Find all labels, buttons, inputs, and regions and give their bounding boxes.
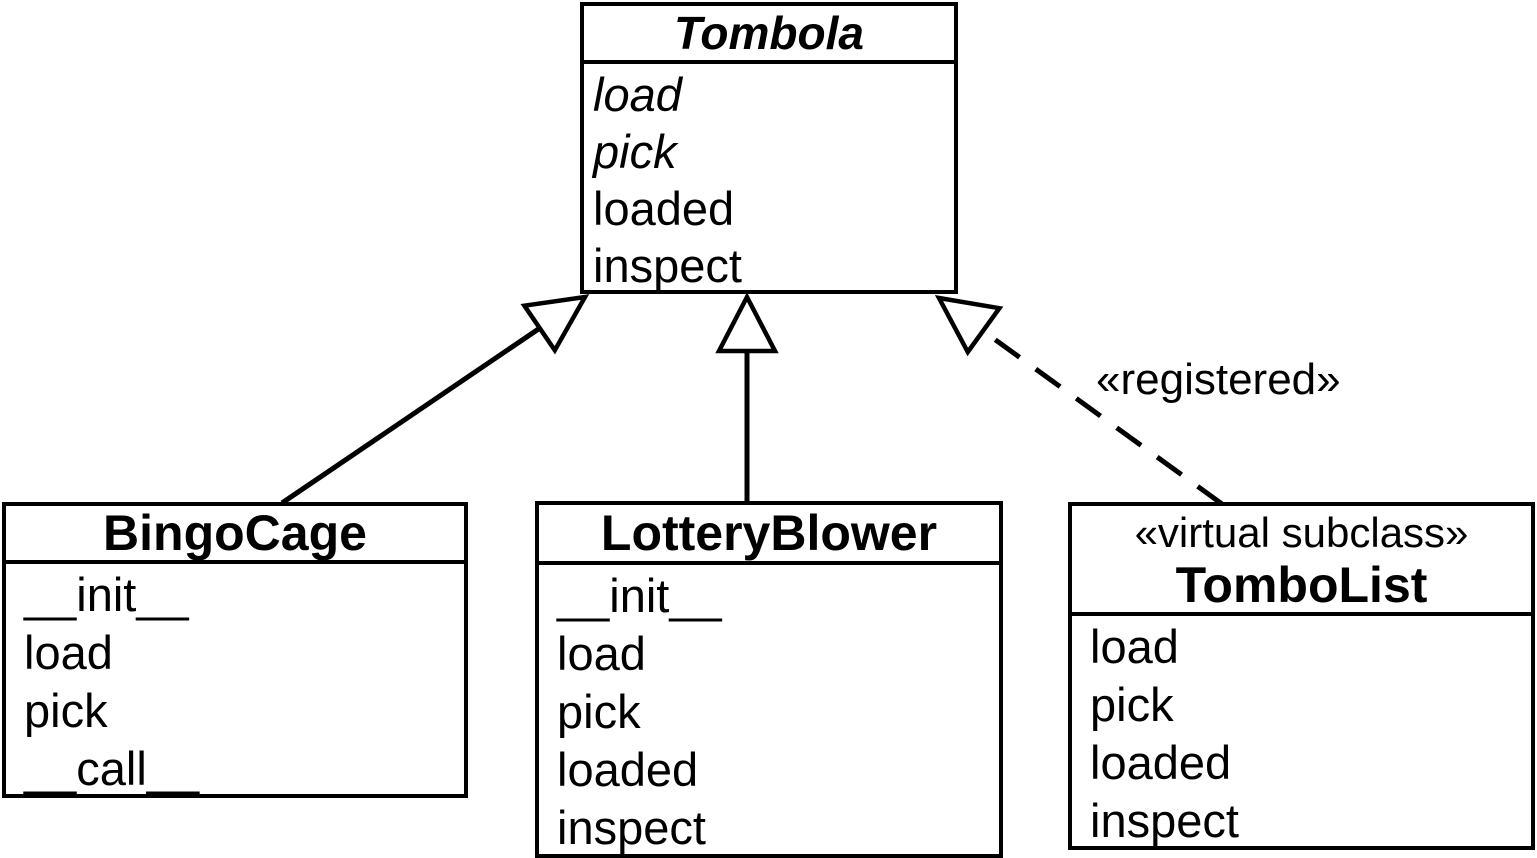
method-list-bingocage: __init__ load pick __call__ xyxy=(6,564,464,798)
class-header-tombolist: «virtual subclass» TomboList xyxy=(1072,506,1531,616)
class-box-lotteryblower: LotteryBlower __init__ load pick loaded … xyxy=(535,501,1003,858)
class-name-tombola: Tombola xyxy=(584,6,954,64)
hollow-triangle-icon xyxy=(934,295,1004,357)
class-box-bingocage: BingoCage __init__ load pick __call__ xyxy=(2,502,468,798)
hollow-triangle-icon xyxy=(520,294,590,355)
method-item: pick xyxy=(557,685,641,738)
method-item: loaded xyxy=(1090,736,1232,789)
method-item: pick xyxy=(1090,678,1174,731)
class-box-tombola: Tombola load pick loaded inspect xyxy=(580,2,958,294)
method-item: __call__ xyxy=(24,742,200,795)
class-name-lotteryblower: LotteryBlower xyxy=(539,505,999,565)
method-item: load xyxy=(24,626,113,679)
method-list-tombolist: load pick loaded inspect xyxy=(1072,616,1531,850)
method-item: load xyxy=(557,627,646,680)
method-item: loaded xyxy=(557,743,699,796)
class-box-tombolist: «virtual subclass» TomboList load pick l… xyxy=(1068,502,1535,850)
class-name-bingocage: BingoCage xyxy=(6,506,464,564)
registered-arrow-tombolist xyxy=(934,295,1224,507)
registered-edge-label: «registered» xyxy=(1096,355,1341,404)
class-name-tombolist: TomboList xyxy=(1175,557,1428,613)
method-item: pick xyxy=(24,684,108,737)
method-item: pick xyxy=(593,125,677,178)
method-item: inspect xyxy=(557,801,706,854)
method-item: inspect xyxy=(1090,794,1239,847)
method-item: load xyxy=(1090,620,1179,673)
inheritance-arrow-bingocage xyxy=(280,294,590,506)
method-list-lotteryblower: __init__ load pick loaded inspect xyxy=(539,565,999,857)
method-item: __init__ xyxy=(24,568,189,621)
stereotype-virtual-subclass: «virtual subclass» xyxy=(1134,509,1469,556)
method-item: inspect xyxy=(593,239,742,292)
hollow-triangle-icon xyxy=(715,292,779,354)
method-item: __init__ xyxy=(557,569,722,622)
method-item: load xyxy=(593,68,682,121)
method-list-tombola: load pick loaded inspect xyxy=(584,64,954,294)
inheritance-arrow-lotteryblower xyxy=(715,292,779,502)
method-item: loaded xyxy=(593,182,735,235)
